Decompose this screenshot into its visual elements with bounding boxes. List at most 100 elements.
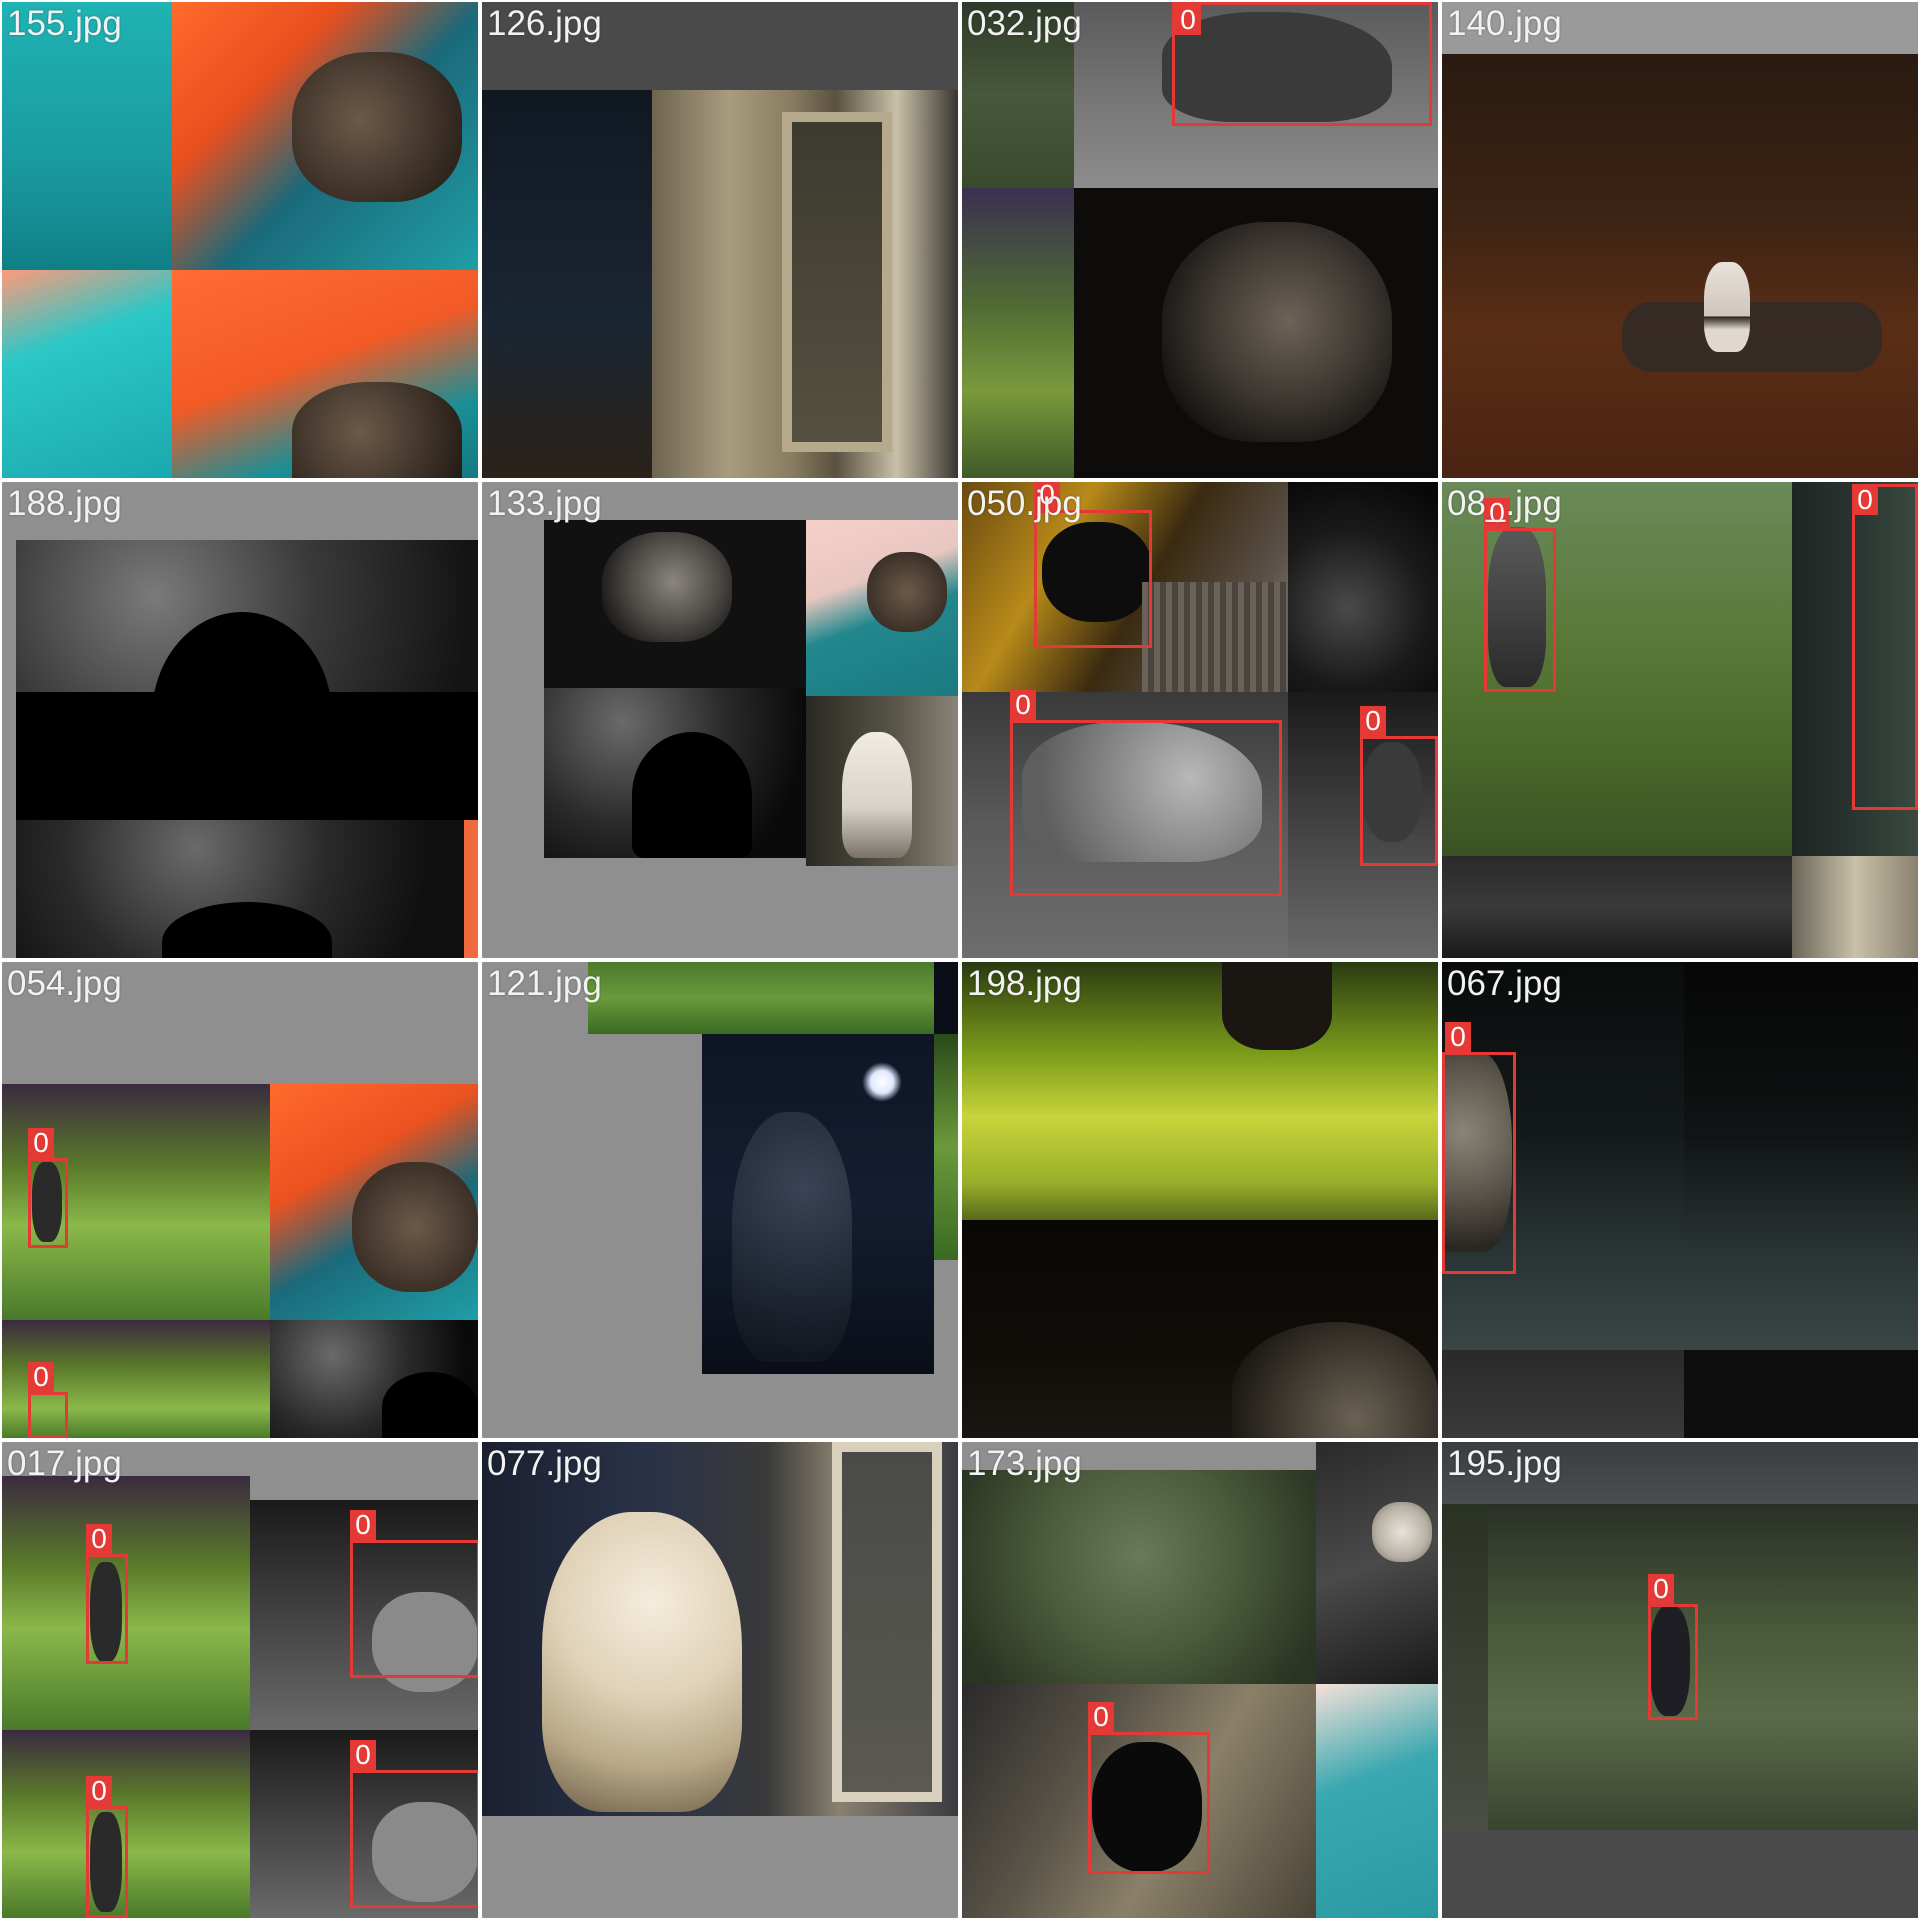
bbox-cat: 0 <box>28 1362 68 1438</box>
image-crop <box>2 270 172 478</box>
bbox-cat: 0 <box>1034 482 1152 648</box>
tile-08x: 0 0 08_.jpg <box>1442 482 1918 958</box>
bbox-cat: 0 <box>86 1524 128 1664</box>
bbox-cat: 0 <box>1172 2 1432 126</box>
image-crop <box>1288 482 1438 692</box>
bbox-cat: 0 <box>1852 484 1918 810</box>
image-crop <box>862 1062 902 1102</box>
image-crop <box>2 2 172 270</box>
tile-filename: 077.jpg <box>487 1444 602 1483</box>
bbox-cat: 0 <box>1360 706 1438 866</box>
tile-121: 121.jpg <box>482 962 958 1438</box>
image-crop <box>1684 962 1918 1350</box>
cat-figure <box>1372 1502 1432 1562</box>
bbox-cat: 0 <box>1088 1702 1210 1874</box>
image-crop <box>962 962 1438 1220</box>
image-crop <box>782 112 892 452</box>
image-crop <box>588 962 934 1034</box>
tile-filename: 121.jpg <box>487 964 602 1003</box>
cat-figure <box>1232 1322 1438 1438</box>
cat-figure <box>542 1512 742 1812</box>
cat-figure <box>1022 722 1262 862</box>
cat-figure <box>1042 522 1152 622</box>
bbox-cat: 0 <box>1442 1022 1516 1274</box>
bbox-cat: 0 <box>28 1128 68 1248</box>
bbox-cat: 0 <box>350 1510 478 1678</box>
cat-figure <box>867 552 947 632</box>
tile-067: 0 067.jpg <box>1442 962 1918 1438</box>
image-crop <box>1316 1442 1438 1684</box>
tile-140: 140.jpg <box>1442 2 1918 478</box>
cat-figure <box>1362 742 1422 842</box>
tile-filename: 017.jpg <box>7 1444 122 1483</box>
image-crop <box>1442 1442 1918 1504</box>
tile-filename: 140.jpg <box>1447 4 1562 43</box>
tile-054: 0 0 054.jpg <box>2 962 478 1438</box>
cat-figure <box>90 1562 122 1662</box>
tile-filename: 133.jpg <box>487 484 602 523</box>
tile-195: 0 195.jpg <box>1442 1442 1918 1918</box>
cat-figure <box>1488 527 1546 687</box>
tile-filename: 188.jpg <box>7 484 122 523</box>
image-crop <box>1316 1684 1438 1918</box>
image-crop <box>1792 482 1918 856</box>
tile-filename: 126.jpg <box>487 4 602 43</box>
image-crop <box>1442 1350 1684 1438</box>
cat-figure <box>1650 1606 1690 1716</box>
image-crop <box>464 820 478 958</box>
image-crop <box>482 90 652 478</box>
tile-filename: 198.jpg <box>967 964 1082 1003</box>
cat-figure <box>1222 962 1332 1050</box>
tile-017: 0 0 0 0 017.jpg <box>2 1442 478 1918</box>
image-crop <box>962 188 1074 478</box>
bbox-cat: 0 <box>86 1776 128 1918</box>
image-crop <box>832 1442 942 1802</box>
image-crop <box>1792 856 1918 958</box>
cat-figure <box>1442 1052 1512 1252</box>
image-crop <box>1684 1350 1918 1438</box>
cat-figure <box>372 1802 478 1902</box>
image-crop <box>1622 302 1882 372</box>
tile-173: 0 173.jpg <box>962 1442 1438 1918</box>
tile-077: 077.jpg <box>482 1442 958 1918</box>
image-crop <box>934 962 958 1034</box>
cat-figure <box>382 1372 478 1438</box>
cat-figure <box>1162 222 1392 442</box>
image-crop <box>962 2 1074 188</box>
cat-figure <box>602 532 732 642</box>
bbox-cat: 0 <box>1648 1574 1698 1720</box>
image-crop <box>1142 582 1288 692</box>
tile-filename: 195.jpg <box>1447 1444 1562 1483</box>
cat-figure <box>90 1812 122 1912</box>
cat-figure <box>1704 262 1750 352</box>
cat-figure <box>632 732 752 858</box>
tile-198: 198.jpg <box>962 962 1438 1438</box>
cat-figure <box>352 1162 478 1292</box>
tile-filename: 032.jpg <box>967 4 1082 43</box>
image-crop <box>1442 1830 1918 1918</box>
tile-032: 0 032.jpg <box>962 2 1438 478</box>
image-crop <box>1442 856 1792 958</box>
tile-188: 188.jpg <box>2 482 478 958</box>
tile-filename: 067.jpg <box>1447 964 1562 1003</box>
cat-figure <box>32 1162 62 1242</box>
tile-155: 155.jpg <box>2 2 478 478</box>
cat-figure <box>162 902 332 958</box>
image-crop <box>1442 54 1918 478</box>
cat-figure <box>1092 1742 1202 1872</box>
image-crop <box>1442 1504 1488 1830</box>
bbox-cat: 0 <box>1484 498 1556 692</box>
cat-figure <box>292 382 462 478</box>
tile-050: 0 0 0 050.jpg <box>962 482 1438 958</box>
cat-figure <box>842 732 912 858</box>
tile-filename: 08_.jpg <box>1447 484 1562 523</box>
cat-figure <box>732 1112 852 1362</box>
tile-filename: 173.jpg <box>967 1444 1082 1483</box>
cat-figure <box>292 52 462 202</box>
tile-133: 133.jpg <box>482 482 958 958</box>
image-crop <box>934 1034 958 1260</box>
image-crop <box>962 1470 1316 1684</box>
tile-filename: 050.jpg <box>967 484 1082 523</box>
tile-filename: 054.jpg <box>7 964 122 1003</box>
